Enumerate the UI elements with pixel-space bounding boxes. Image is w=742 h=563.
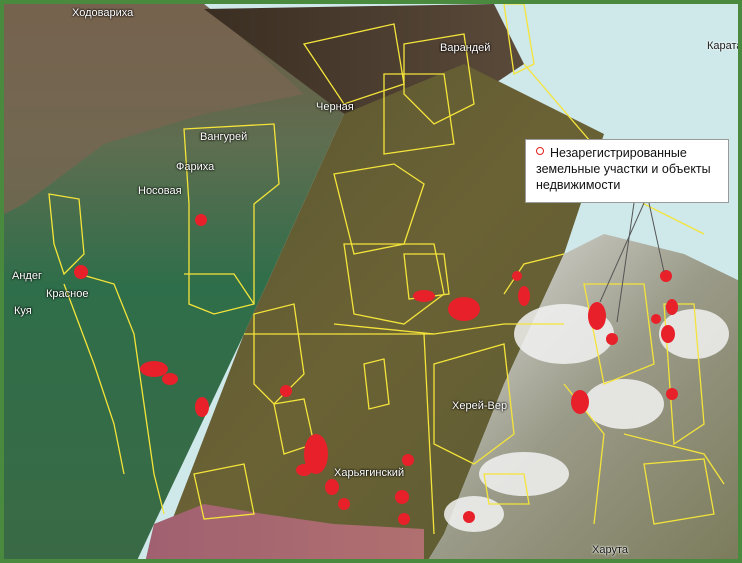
marker[interactable] [296,464,312,476]
marker[interactable] [606,333,618,345]
map-legend: Незарегистрированные земельные участки и… [525,139,729,203]
place-label: Фариха [176,161,215,173]
satellite-tile-central [157,64,604,559]
legend-pointer-lines [599,202,665,323]
marker[interactable] [661,325,675,343]
marker[interactable] [512,271,522,281]
marker[interactable] [195,214,207,226]
marker[interactable] [195,397,209,417]
marker[interactable] [588,302,606,330]
marker[interactable] [280,385,292,397]
marker[interactable] [325,479,339,495]
marker[interactable] [304,434,328,474]
marker[interactable] [463,511,475,523]
marker[interactable] [140,361,168,377]
marker[interactable] [666,388,678,400]
place-label: Варандей [440,42,491,54]
marker[interactable] [413,290,435,302]
marker[interactable] [651,314,661,324]
place-label: Вангурей [200,131,248,143]
marker[interactable] [74,265,88,279]
place-label: Херей-Вер [452,400,508,412]
marker[interactable] [338,498,350,510]
place-label: Носовая [138,185,182,197]
place-label: Черная [316,101,354,113]
marker[interactable] [448,297,480,321]
marker[interactable] [395,490,409,504]
place-label: Каратай [707,40,742,52]
legend-text: Незарегистрированные земельные участки и… [536,146,711,192]
unregistered-objects [74,214,678,525]
place-label: Красное [46,288,89,300]
marker[interactable] [398,513,410,525]
legend-marker-icon [536,147,544,155]
place-label: Харьягинский [334,467,405,479]
marker[interactable] [660,270,672,282]
marker[interactable] [666,299,678,315]
place-label: Андег [12,270,42,282]
place-label: Харута [592,544,628,556]
marker[interactable] [402,454,414,466]
marker[interactable] [571,390,589,414]
satellite-map[interactable] [4,4,742,563]
place-label: Ходовариха [72,7,134,19]
place-label: Куя [14,305,32,317]
marker[interactable] [162,373,178,385]
marker[interactable] [518,286,530,306]
delta-area [4,4,304,214]
